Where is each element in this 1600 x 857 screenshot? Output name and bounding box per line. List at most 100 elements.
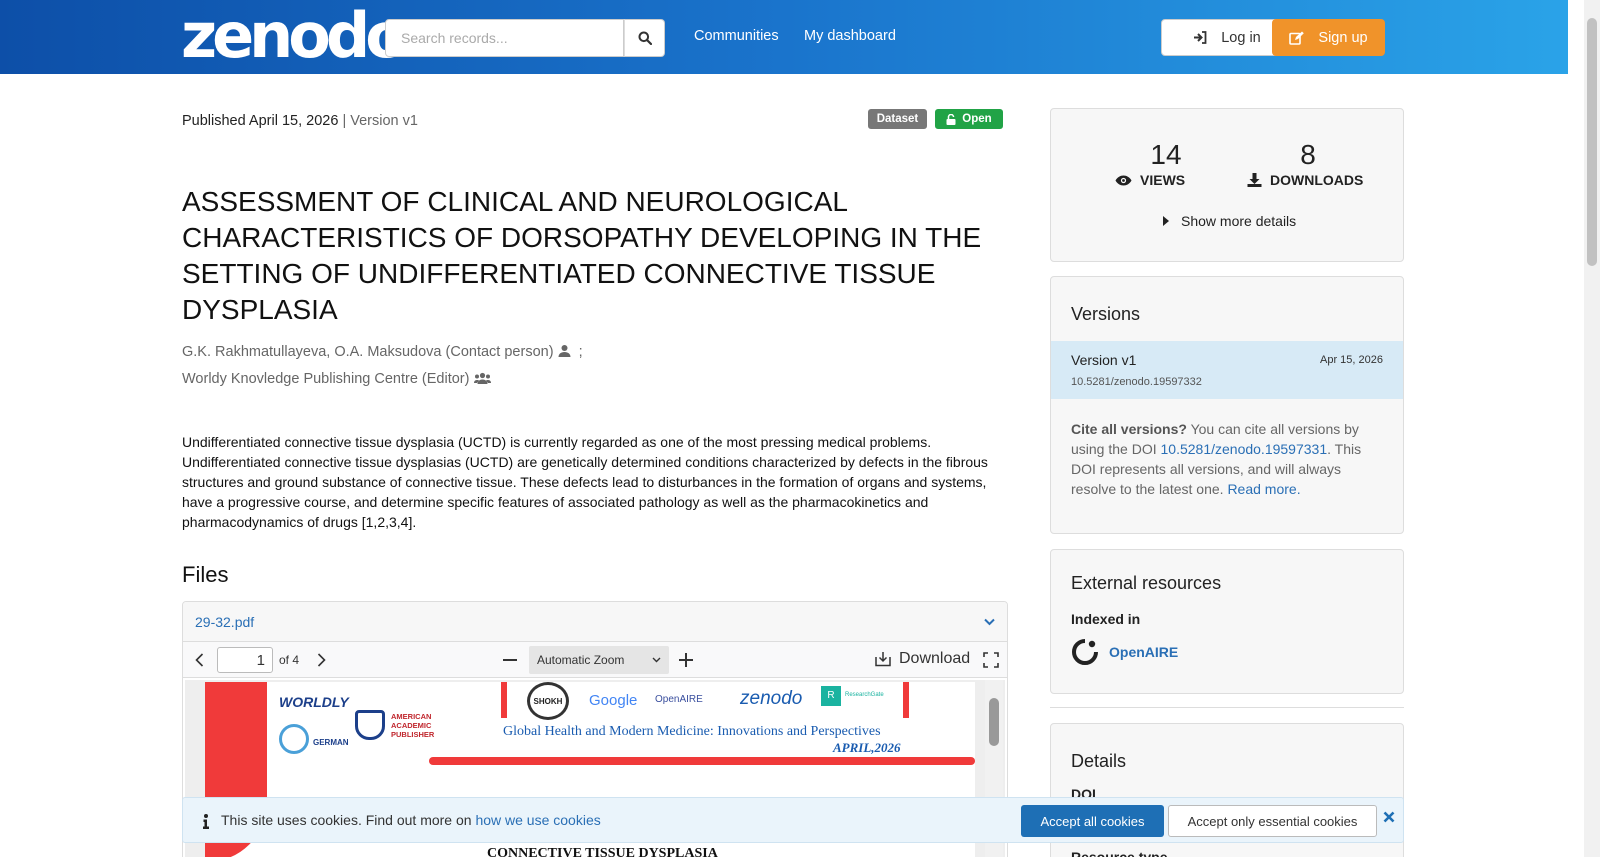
page-scrollbar-thumb[interactable] [1587, 18, 1597, 266]
search-input[interactable] [385, 19, 624, 57]
authors-suffix: ; [578, 344, 583, 360]
page-number-input[interactable]: 1 [217, 647, 273, 673]
login-label: Log in [1221, 29, 1261, 46]
american-shield [355, 710, 385, 740]
zenodo-logo[interactable]: zenodo [181, 0, 408, 72]
record-title: ASSESSMENT OF CLINICAL AND NEUROLOGICAL … [182, 186, 982, 325]
nav-my-dashboard[interactable]: My dashboard [804, 28, 896, 44]
record-abstract: Undifferentiated connective tissue dyspl… [182, 434, 988, 530]
conference-title: Global Health and Modern Medicine: Innov… [503, 724, 881, 739]
zoom-out-icon[interactable] [503, 659, 517, 661]
openaire-link[interactable]: OpenAIRE [1109, 644, 1179, 660]
zoom-select[interactable]: Automatic Zoom [529, 646, 669, 674]
editor-name[interactable]: Worldy Knovledge Publishing Centre (Edit… [182, 371, 470, 387]
file-name-link[interactable]: 29-32.pdf [195, 613, 255, 630]
file-header[interactable]: 29-32.pdf [183, 602, 1007, 642]
chevron-down-icon [652, 657, 661, 663]
german-seal [279, 724, 309, 754]
openaire-logo: OpenAIRE [655, 694, 703, 705]
top-header: zenodo Communities My dashboard Log in S… [0, 0, 1568, 74]
page-count: of 4 [279, 653, 300, 667]
signup-button[interactable]: Sign up [1272, 19, 1385, 56]
cite-text-2: . This DOI represents all versions, and … [1071, 441, 1362, 497]
views-label: VIEWS [1140, 172, 1186, 188]
versions-heading: Versions [1071, 304, 1141, 324]
next-page-icon[interactable] [317, 653, 326, 667]
worldly-logo: WORLDLY [279, 694, 349, 710]
researchgate-icon: R [821, 686, 841, 706]
read-more-link[interactable]: Read more. [1227, 481, 1301, 497]
external-heading: External resources [1071, 573, 1222, 593]
download-icon [875, 652, 891, 667]
version-item-doi: 10.5281/zenodo.19597332 [1071, 376, 1202, 388]
version-item-label: Version v1 [1071, 352, 1137, 368]
views-count: 14 [1150, 139, 1182, 170]
zenodo-preview-logo: zenodo [740, 688, 803, 709]
previous-page-icon[interactable] [195, 653, 204, 667]
zoom-value: Automatic Zoom [537, 653, 625, 667]
german-logo: GERMAN [313, 738, 349, 747]
chevron-down-icon[interactable] [984, 618, 995, 626]
version-item[interactable]: Version v1 Apr 15, 2026 10.5281/zenodo.1… [1051, 341, 1403, 399]
shokh-logo: SHOKH [527, 682, 569, 720]
downloads-label-row: DOWNLOADS [1247, 172, 1363, 188]
views-label-row: VIEWS [1115, 172, 1185, 188]
search-button[interactable] [624, 19, 665, 57]
authors-names[interactable]: G.K. Rakhmatullayeva, O.A. Maksudova (Co… [182, 344, 554, 360]
files-heading: Files [182, 562, 229, 587]
show-more-details[interactable]: Show more details [1163, 213, 1296, 229]
page-scrollbar[interactable] [1584, 0, 1600, 857]
version-label: | Version v1 [342, 113, 418, 129]
indexed-in-label: Indexed in [1071, 611, 1141, 627]
caret-right-icon [1163, 216, 1169, 226]
red-bar-right [903, 682, 909, 718]
google-logo: Google [589, 692, 638, 709]
versions-card: Versions Version v1 Apr 15, 2026 10.5281… [1050, 276, 1404, 534]
publication-info: Published April 15, 2026 | Version v1 [182, 113, 418, 129]
pdf-scrollbar-thumb[interactable] [989, 698, 999, 746]
cookie-text: This site uses cookies. Find out more on [221, 812, 476, 828]
dataset-badge: Dataset [868, 109, 927, 129]
editor-line: Worldy Knovledge Publishing Centre (Edit… [182, 371, 491, 387]
unlock-icon [946, 113, 956, 125]
user-icon [558, 345, 571, 357]
openaire-icon [1072, 639, 1098, 665]
edit-icon [1289, 31, 1305, 45]
download-icon [1247, 173, 1262, 187]
search-icon [638, 31, 652, 45]
concept-doi-link[interactable]: 10.5281/zenodo.19597331 [1160, 441, 1328, 457]
details-heading: Details [1071, 751, 1127, 771]
downloads-label: DOWNLOADS [1270, 172, 1364, 188]
external-resources-card: External resources Indexed in OpenAIRE [1050, 549, 1404, 694]
login-button[interactable]: Log in [1161, 19, 1293, 56]
search-bar [385, 19, 665, 57]
pdf-text-line: CONNECTIVE TISSUE DYSPLASIA [487, 846, 718, 857]
red-divider [429, 757, 975, 765]
eye-icon [1115, 175, 1132, 185]
signup-label: Sign up [1318, 29, 1368, 46]
nav-communities[interactable]: Communities [694, 28, 779, 44]
open-access-label: Open [962, 113, 992, 125]
stats-card: 14 VIEWS 8 DOWNLOADS Show more details [1050, 108, 1404, 262]
zoom-in-icon[interactable] [679, 653, 693, 667]
accept-all-cookies-button[interactable]: Accept all cookies [1021, 805, 1164, 837]
pdf-download-button[interactable]: Download [875, 650, 970, 668]
cookie-policy-link[interactable]: how we use cookies [475, 812, 601, 828]
divider [1050, 707, 1404, 708]
cookie-banner: This site uses cookies. Find out more on… [182, 797, 1404, 843]
researchgate-logo: ResearchGate [845, 692, 884, 698]
american-publisher-logo: AMERICAN ACADEMIC PUBLISHER [391, 712, 435, 739]
show-more-label: Show more details [1181, 213, 1297, 229]
close-icon[interactable] [1383, 811, 1395, 823]
downloads-count: 8 [1300, 139, 1316, 170]
cite-text-1: You can cite all versions by using the D… [1071, 421, 1359, 457]
red-bar-left [501, 682, 507, 718]
published-date: Published April 15, 2026 [182, 113, 339, 129]
accept-essential-cookies-button[interactable]: Accept only essential cookies [1168, 805, 1377, 837]
open-access-badge: Open [935, 109, 1003, 129]
pdf-download-label: Download [899, 650, 971, 667]
fullscreen-icon[interactable] [983, 652, 999, 668]
conference-date: APRIL,2026 [833, 740, 901, 755]
users-icon [473, 372, 491, 384]
cookie-message: This site uses cookies. Find out more on… [221, 812, 601, 828]
